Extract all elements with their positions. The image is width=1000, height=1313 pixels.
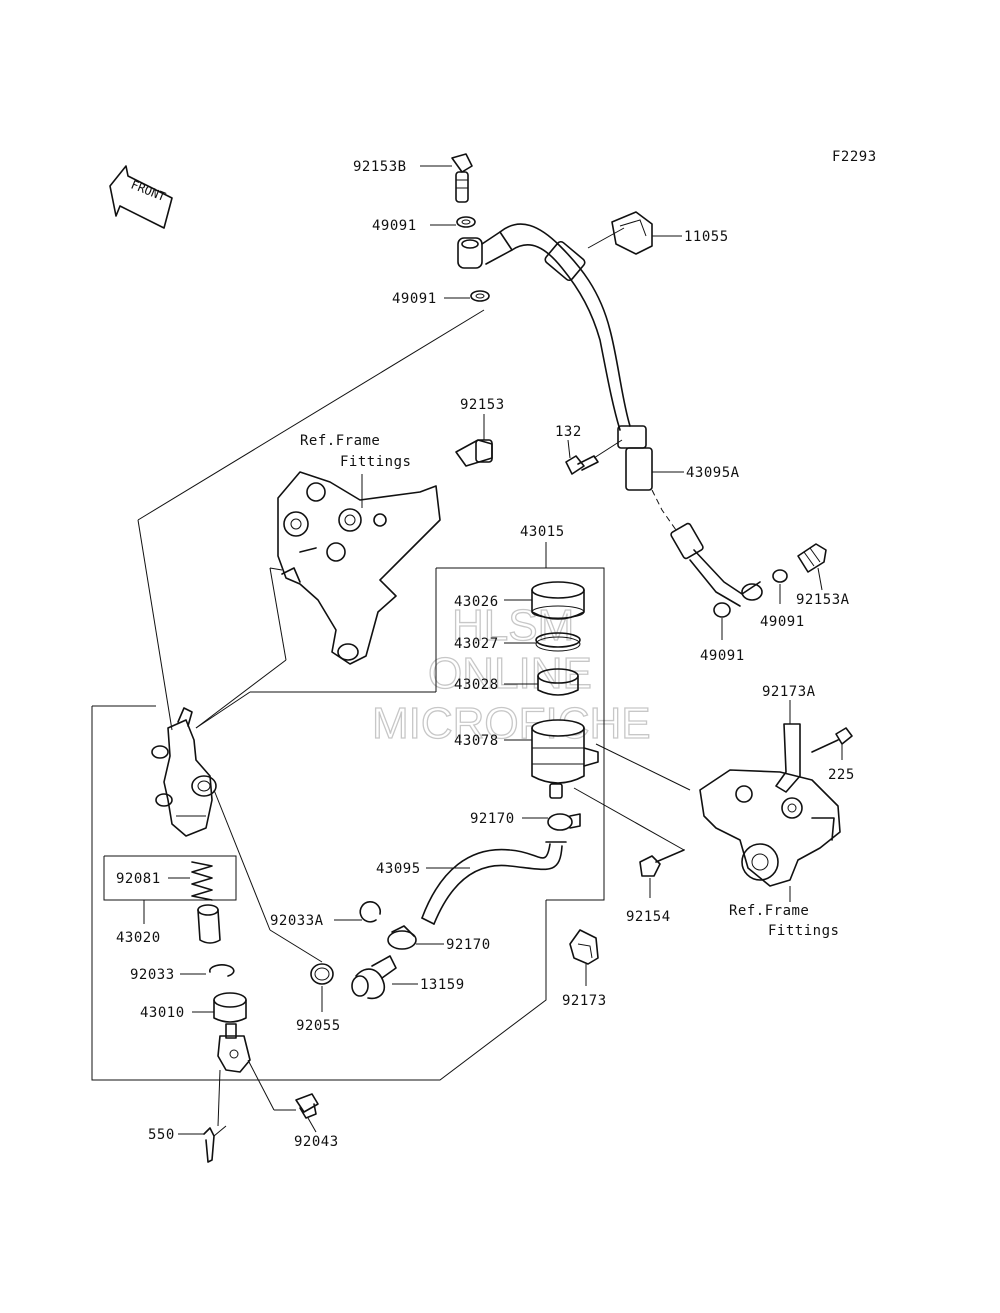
label-49091-d: 49091 <box>700 648 745 664</box>
label-132: 132 <box>555 424 582 440</box>
piston-43020 <box>197 904 221 944</box>
spring-92081 <box>191 861 213 901</box>
frame-bracket-lower <box>699 769 841 887</box>
label-49091-b: 49091 <box>392 291 437 307</box>
watermark-line-2: ONLINE <box>428 649 592 698</box>
figure-code: F2293 <box>832 149 877 165</box>
watermark-line-1: HLSM <box>452 601 574 650</box>
front-arrow-icon: FRONT <box>109 165 173 229</box>
bolt-92154 <box>639 849 685 877</box>
clip-92173 <box>569 929 599 965</box>
cotter-pin-550 <box>203 1127 215 1163</box>
label-92033A: 92033A <box>270 913 324 929</box>
label-43028: 43028 <box>454 677 499 693</box>
banjo-fitting <box>457 231 513 269</box>
label-43015: 43015 <box>520 524 565 540</box>
clamp-92170-lower <box>387 925 417 950</box>
watermark-line-3: MICROFICHE <box>372 699 651 748</box>
label-92033: 92033 <box>130 967 175 983</box>
pin-92043 <box>295 1093 319 1119</box>
bracket-92173A <box>775 723 801 793</box>
label-92153B: 92153B <box>353 159 407 175</box>
reservoir-tank-43078 <box>531 719 599 799</box>
diaphragm-43028 <box>537 668 579 696</box>
washer-49091-right-upper <box>772 569 788 583</box>
bolt-225 <box>811 727 853 753</box>
front-label: FRONT <box>129 178 168 205</box>
label-11055: 11055 <box>684 229 729 245</box>
hose-lower-fitting <box>670 522 763 607</box>
pushrod-43010 <box>213 992 251 1073</box>
plate-43027 <box>535 632 581 652</box>
clamp-92170-upper <box>547 813 581 831</box>
reservoir-cap-43026 <box>531 581 585 620</box>
label-92081: 92081 <box>116 871 161 887</box>
label-92173: 92173 <box>562 993 607 1009</box>
label-92173A: 92173A <box>762 684 816 700</box>
ref-frame-lower-line2: Fittings <box>768 923 839 939</box>
hose-clamp-11055 <box>611 211 653 255</box>
label-92153: 92153 <box>460 397 505 413</box>
bolt-92153 <box>455 439 493 467</box>
bolt-132 <box>565 455 599 475</box>
label-92043: 92043 <box>294 1134 339 1150</box>
frame-bracket-upper <box>277 471 441 665</box>
label-92153A: 92153A <box>796 592 850 608</box>
oring-92055 <box>310 963 334 985</box>
watermark: HLSM ONLINE MICROFICHE <box>371 600 651 748</box>
label-92154: 92154 <box>626 909 671 925</box>
label-43020: 43020 <box>116 930 161 946</box>
label-43026: 43026 <box>454 594 499 610</box>
hose-fitting-13159 <box>351 955 397 1000</box>
reservoir-hose-43095 <box>421 841 567 925</box>
label-225: 225 <box>828 767 855 783</box>
washer-49091-lower <box>470 290 490 302</box>
master-cylinder-body <box>151 707 217 837</box>
label-550: 550 <box>148 1127 175 1143</box>
label-13159: 13159 <box>420 977 465 993</box>
label-49091-a: 49091 <box>372 218 417 234</box>
banjo-bolt-92153A <box>797 543 827 573</box>
ref-frame-upper-line1: Ref.Frame <box>300 433 380 449</box>
label-43010: 43010 <box>140 1005 185 1021</box>
brake-hose-43095A <box>499 223 653 491</box>
banjo-bolt-92153B <box>451 153 473 203</box>
ref-frame-upper-line2: Fittings <box>340 454 411 470</box>
label-49091-c: 49091 <box>760 614 805 630</box>
circlip-92033A <box>359 901 382 923</box>
label-92170-a: 92170 <box>470 811 515 827</box>
label-43027: 43027 <box>454 636 499 652</box>
label-92170-b: 92170 <box>446 937 491 953</box>
label-43095A: 43095A <box>686 465 740 481</box>
washer-49091-right-lower <box>713 602 731 618</box>
label-43095: 43095 <box>376 861 421 877</box>
washer-49091-upper <box>456 216 476 228</box>
ref-frame-lower-line1: Ref.Frame <box>729 903 809 919</box>
label-92055: 92055 <box>296 1018 341 1034</box>
label-43078: 43078 <box>454 733 499 749</box>
circlip-92033 <box>209 964 235 977</box>
